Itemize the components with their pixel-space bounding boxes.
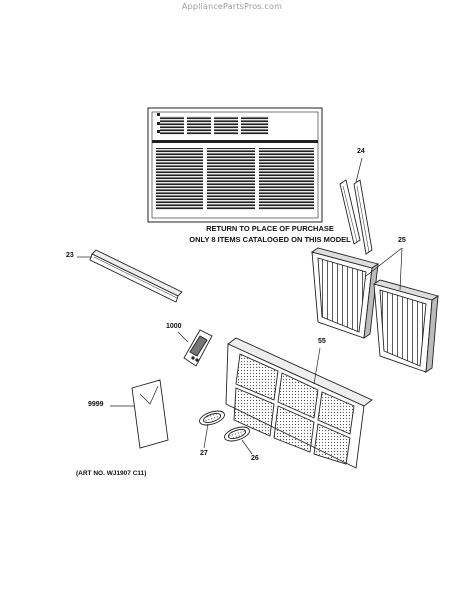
part-9999-owners-manual <box>131 379 169 449</box>
notice-line-1: RETURN TO PLACE OF PURCHASE <box>206 224 334 233</box>
callout-26: 26 <box>251 455 259 462</box>
art-number: (ART NO. WJ1907 C11) <box>76 470 147 477</box>
front-grille <box>147 107 323 223</box>
part-55-air-filter <box>225 337 373 469</box>
part-26-cap <box>224 426 250 442</box>
part-25-right-side-panel <box>372 279 440 373</box>
callout-25: 25 <box>398 237 406 244</box>
callout-27: 27 <box>200 450 208 457</box>
part-27-cap <box>199 410 225 426</box>
callout-55: 55 <box>318 338 326 345</box>
purchase-return-notice: RETURN TO PLACE OF PURCHASE ONLY 8 ITEMS… <box>150 224 390 245</box>
watermark: AppliancePartsPros.com <box>181 2 283 11</box>
part-24-side-curtain <box>339 179 373 255</box>
callout-1000: 1000 <box>166 323 182 330</box>
part-1000-remote-control <box>183 329 213 367</box>
callout-9999: 9999 <box>88 401 104 408</box>
leader-lines <box>77 157 403 455</box>
callout-23: 23 <box>66 252 74 259</box>
notice-line-2: ONLY 8 ITEMS CATALOGED ON THIS MODEL <box>189 234 351 244</box>
part-23-top-rail <box>89 249 183 303</box>
part-25-left-side-panel <box>310 247 380 339</box>
callout-24: 24 <box>357 148 365 155</box>
